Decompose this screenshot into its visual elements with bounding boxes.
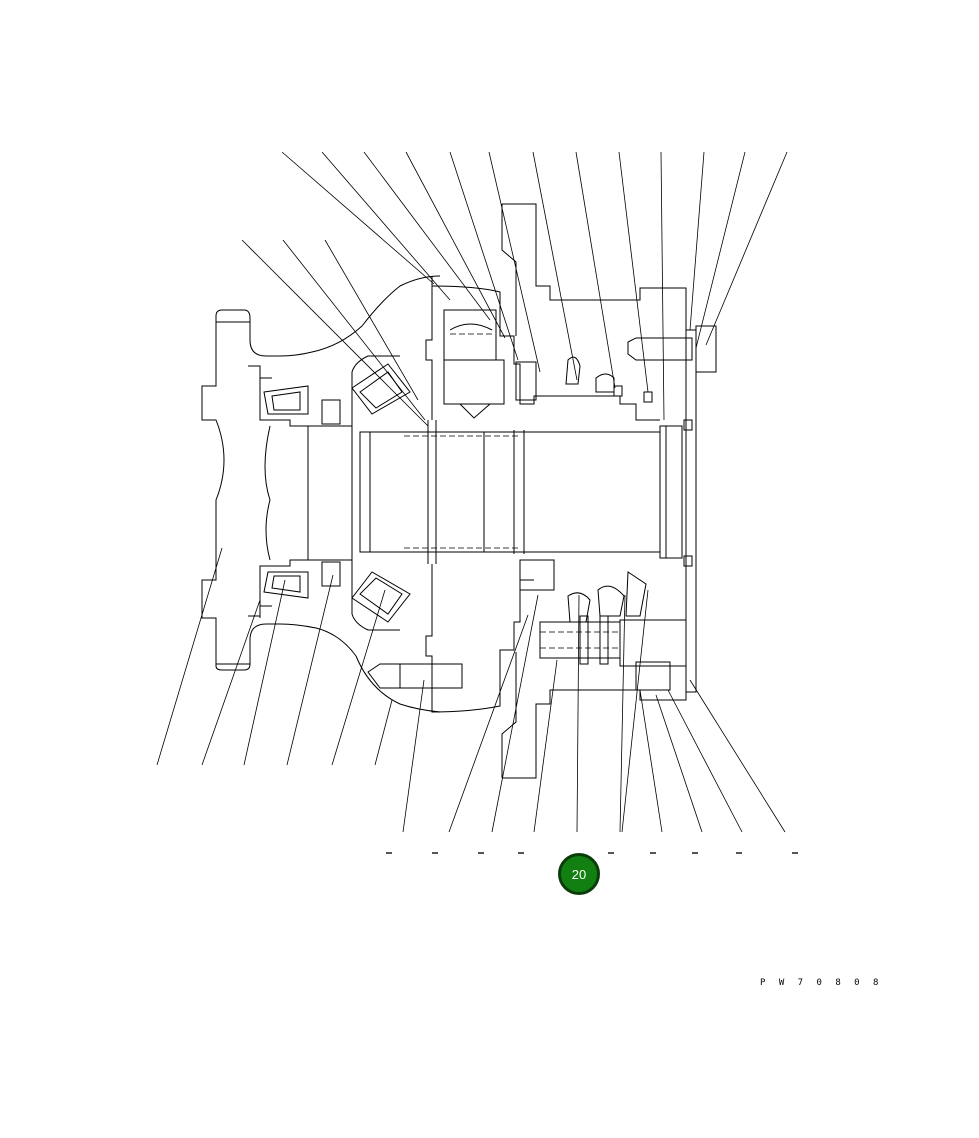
brake-pack: [367, 559, 687, 779]
upper-leader-lines: [241, 151, 788, 427]
cover-plate: [627, 325, 717, 693]
drawing-code: P W 7 0 8 0 8: [760, 978, 883, 988]
lower-leader-lines: [156, 547, 786, 833]
hub-body: [201, 275, 441, 713]
callout-ticks: [386, 852, 806, 860]
gear-carrier: [425, 203, 687, 421]
tapered-bearings: [263, 363, 411, 623]
callout-badge[interactable]: 20: [558, 853, 600, 895]
central-shaft: [359, 420, 683, 564]
